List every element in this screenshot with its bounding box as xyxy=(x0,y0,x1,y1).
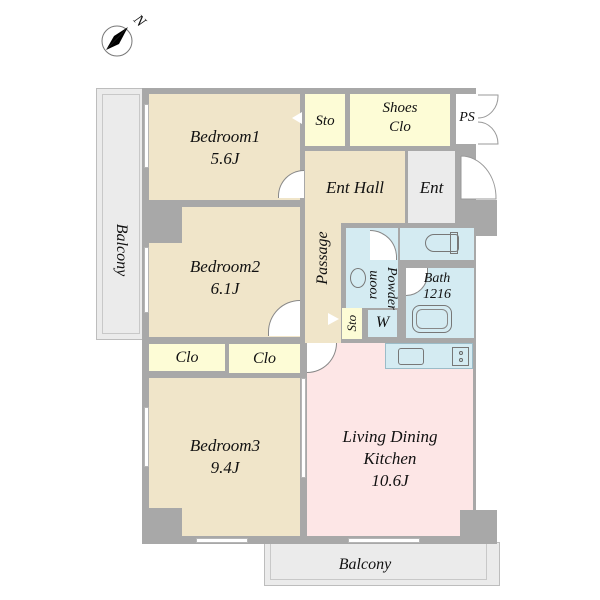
bedroom3-size: 9.4J xyxy=(210,458,240,477)
entrance-hall-label: Ent Hall xyxy=(325,178,385,197)
window-bedroom2 xyxy=(144,247,149,313)
storage-top-door-marker xyxy=(292,112,302,124)
ldk-line2: Kitchen xyxy=(363,449,417,468)
closet-left-label: Clo xyxy=(175,349,199,366)
closet-right-label: Clo xyxy=(252,350,277,367)
shoes-closet xyxy=(350,94,450,146)
bedroom2-size: 6.1J xyxy=(210,279,240,298)
ldk-size: 10.6J xyxy=(371,471,409,490)
window-ldk-south xyxy=(348,538,420,543)
window-bedroom3-south xyxy=(196,538,248,543)
storage-top-label: Sto xyxy=(315,113,335,129)
balcony-south xyxy=(264,542,500,586)
bedroom2-column xyxy=(147,205,182,243)
washing-machine-label: W xyxy=(375,314,390,331)
bedroom1-name: Bedroom1 xyxy=(189,127,261,146)
bedroom2-name: Bedroom2 xyxy=(189,257,261,276)
storage-small xyxy=(342,308,362,339)
shoes-closet-line1: Shoes xyxy=(382,100,418,116)
balcony-west-label: Balcony xyxy=(113,223,130,277)
closet-right xyxy=(229,344,300,373)
kitchen-counter xyxy=(385,343,473,369)
balcony-south-label: Balcony xyxy=(338,556,392,573)
living-dining-kitchen xyxy=(307,369,473,536)
bedroom3-column xyxy=(142,508,182,544)
closet-left xyxy=(149,344,225,371)
pipe-space-doors[interactable] xyxy=(478,94,508,146)
shoes-closet-line2: Clo xyxy=(389,119,411,135)
compass: N xyxy=(100,12,152,58)
bedroom3-name: Bedroom3 xyxy=(189,436,261,455)
toilet-room xyxy=(400,228,474,260)
bath-name: Bath xyxy=(423,271,451,286)
entrance-door[interactable] xyxy=(460,155,500,201)
ldk-line1: Living Dining xyxy=(342,427,438,446)
entrance xyxy=(408,151,455,223)
bath-size: 1216 xyxy=(423,287,451,302)
window-bedroom3 xyxy=(144,407,149,467)
ldk-corner xyxy=(460,510,497,544)
kitchen-sink-icon xyxy=(398,348,424,365)
washbasin-icon xyxy=(350,268,366,288)
passage-label: Passage xyxy=(314,231,331,285)
powder-room-line2: room xyxy=(365,270,381,300)
powder-room-line1: Powder xyxy=(383,266,399,311)
storage-small-door-marker xyxy=(328,313,339,325)
window-bedroom1 xyxy=(144,104,149,168)
bedroom1-size: 5.6J xyxy=(210,149,240,168)
entrance-label: Ent xyxy=(419,178,444,197)
pipe-space-label: PS xyxy=(459,110,475,125)
entrance-hall xyxy=(305,151,405,223)
storage-small-label: Sto xyxy=(343,314,359,332)
bedroom1 xyxy=(149,94,300,200)
balcony-west xyxy=(96,88,146,340)
toilet-icon xyxy=(425,234,459,252)
storage-top xyxy=(305,94,345,146)
north-arrow-icon xyxy=(101,25,133,57)
stove-icon xyxy=(452,347,469,366)
washing-machine-space xyxy=(368,310,397,337)
bathtub-icon xyxy=(412,305,452,333)
partition-bedroom3-ldk xyxy=(301,378,306,478)
pipe-space xyxy=(456,94,478,144)
